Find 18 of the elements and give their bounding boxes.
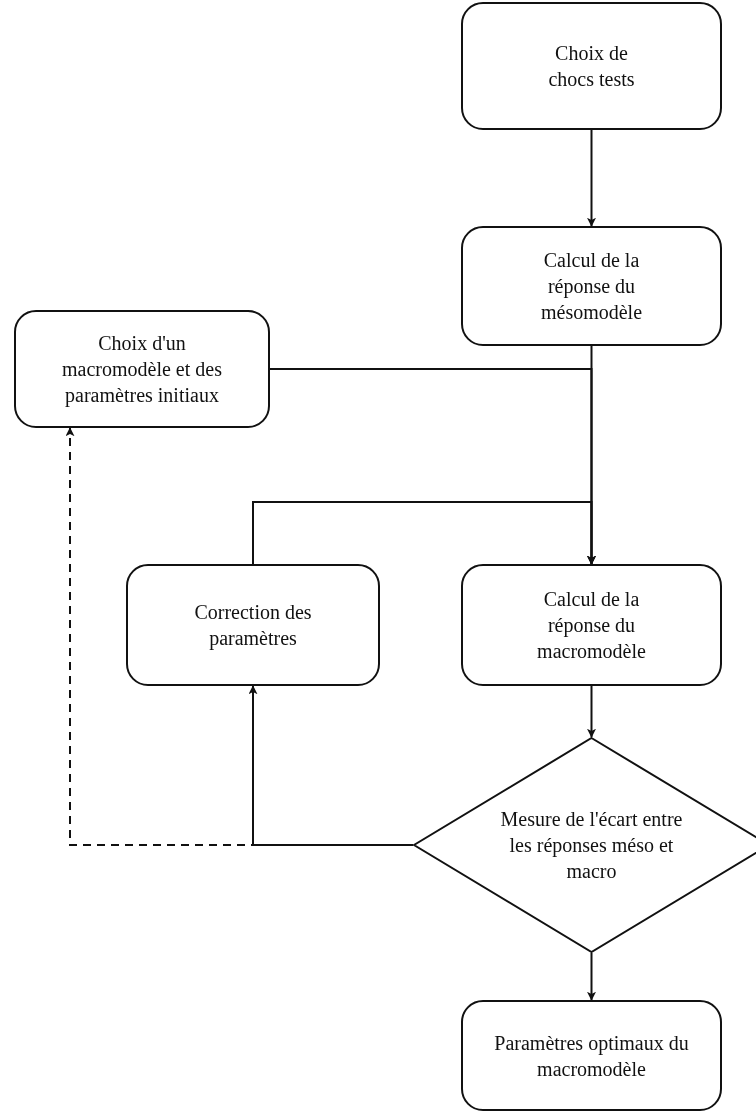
node-label: Choix d'un macromodèle et des paramètres initiaux: [61, 331, 223, 408]
arrow: [587, 685, 596, 738]
node-label: Correction des paramètres: [193, 600, 313, 651]
node-label: Calcul de la réponse du macromodèle: [536, 587, 647, 664]
process-box: [461, 2, 722, 130]
process-box: [461, 1000, 722, 1111]
arrow: [587, 952, 596, 1001]
node-label: Paramètres optimaux du macromodèle: [493, 1030, 690, 1082]
process-box: [461, 226, 722, 346]
arrow: [587, 129, 596, 227]
decision-diamond: [413, 737, 756, 953]
process-box: [461, 564, 722, 686]
node-label: Mesure de l'écart entre les réponses méso et macro: [499, 807, 684, 884]
process-box: [14, 310, 270, 428]
process-box: [126, 564, 380, 686]
node-label: Calcul de la réponse du mésomodèle: [539, 248, 644, 325]
arrow: [252, 501, 596, 565]
node-label: Choix de chocs tests: [547, 41, 636, 92]
